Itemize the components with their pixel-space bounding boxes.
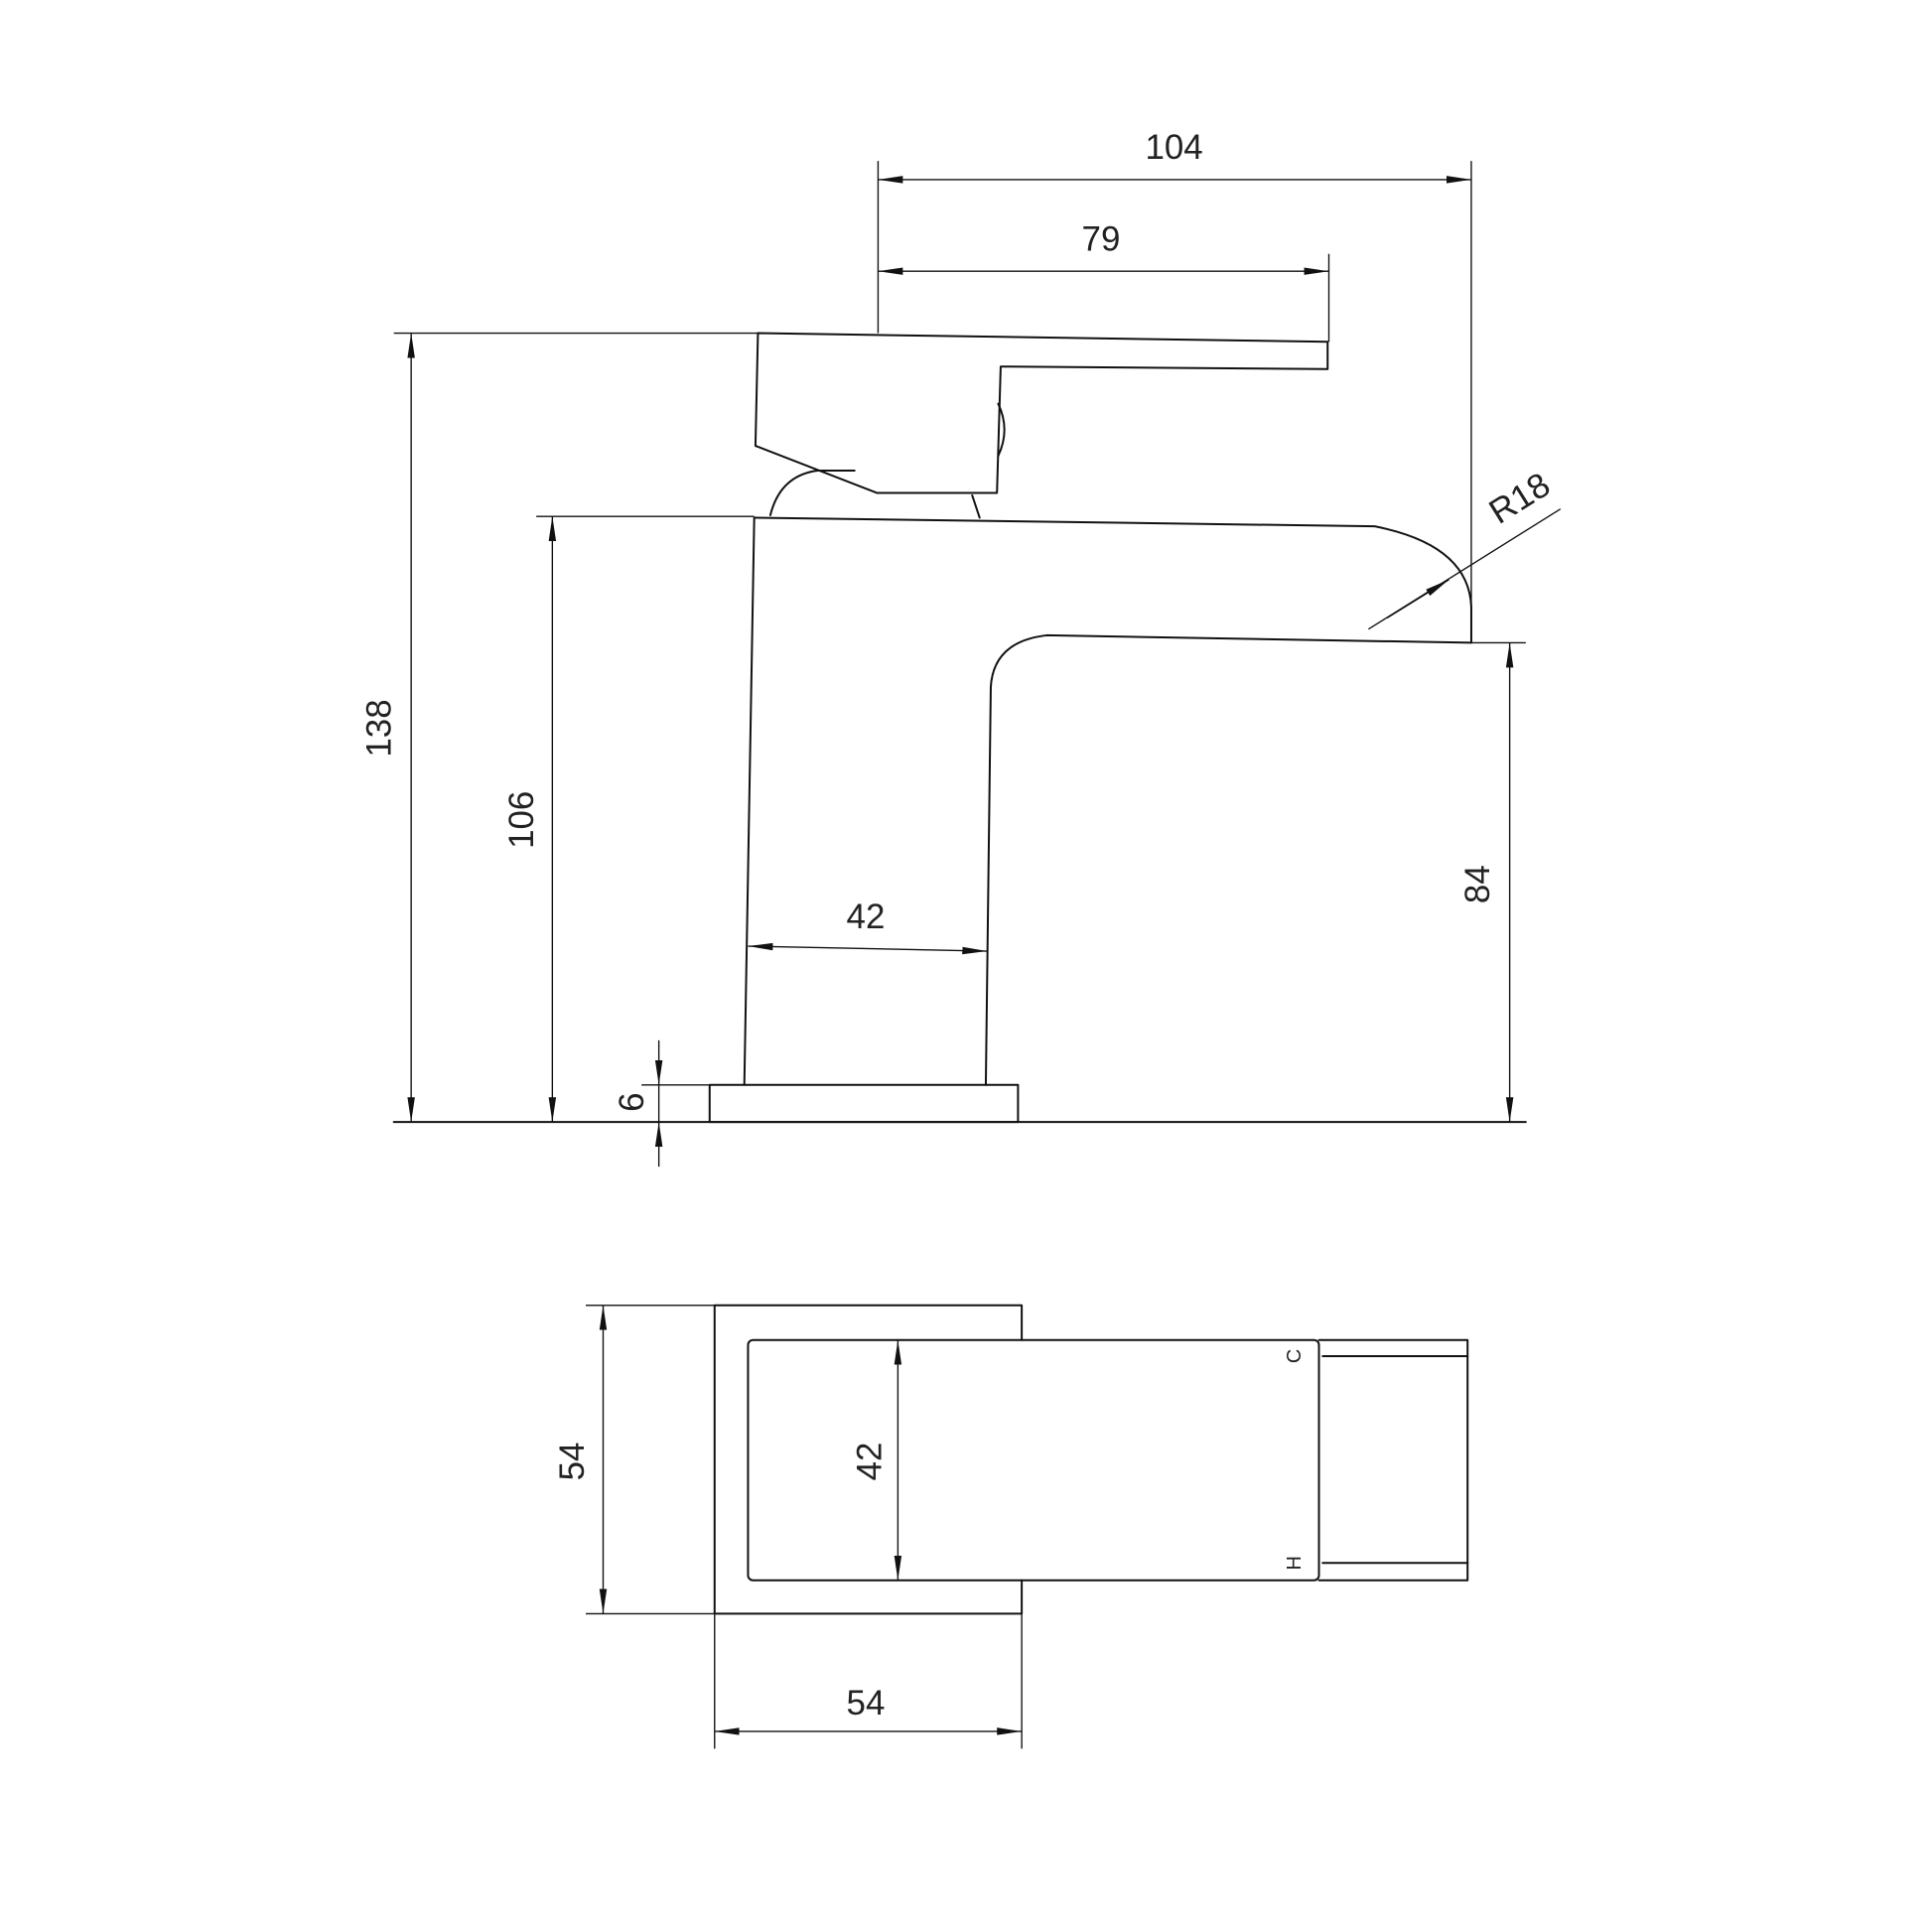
dim-84: 84 — [1458, 865, 1497, 903]
plan-dimensions: 54 42 54 — [553, 1305, 1023, 1749]
dim-54-horizontal: 54 — [847, 1684, 886, 1723]
dim-106: 106 — [502, 791, 541, 849]
side-dimensions: 104 79 138 106 84 42 6 R18 — [359, 128, 1562, 1168]
dim-54-vertical: 54 — [553, 1443, 592, 1481]
spout-top — [1317, 1338, 1469, 1582]
dim-42-side: 42 — [847, 897, 886, 936]
side-view — [392, 332, 1527, 1124]
dim-104: 104 — [1145, 128, 1202, 167]
tap-body — [743, 516, 1472, 1086]
lever-handle — [754, 332, 1329, 494]
dim-138: 138 — [359, 699, 398, 757]
cartridge-dome — [768, 470, 856, 516]
handle-knob — [997, 402, 1006, 458]
dim-42-plan: 42 — [850, 1443, 889, 1481]
dim-6: 6 — [613, 1093, 651, 1112]
base-outline — [713, 1304, 1024, 1615]
base-plate — [708, 1083, 1020, 1124]
cartridge-collar — [971, 493, 981, 519]
cold-marking: C — [1284, 1349, 1306, 1363]
plan-view: C H — [713, 1304, 1469, 1615]
handle-top — [747, 1338, 1320, 1582]
dim-r18: R18 — [1482, 466, 1557, 532]
hot-marking: H — [1284, 1556, 1306, 1570]
dim-79: 79 — [1082, 219, 1121, 258]
